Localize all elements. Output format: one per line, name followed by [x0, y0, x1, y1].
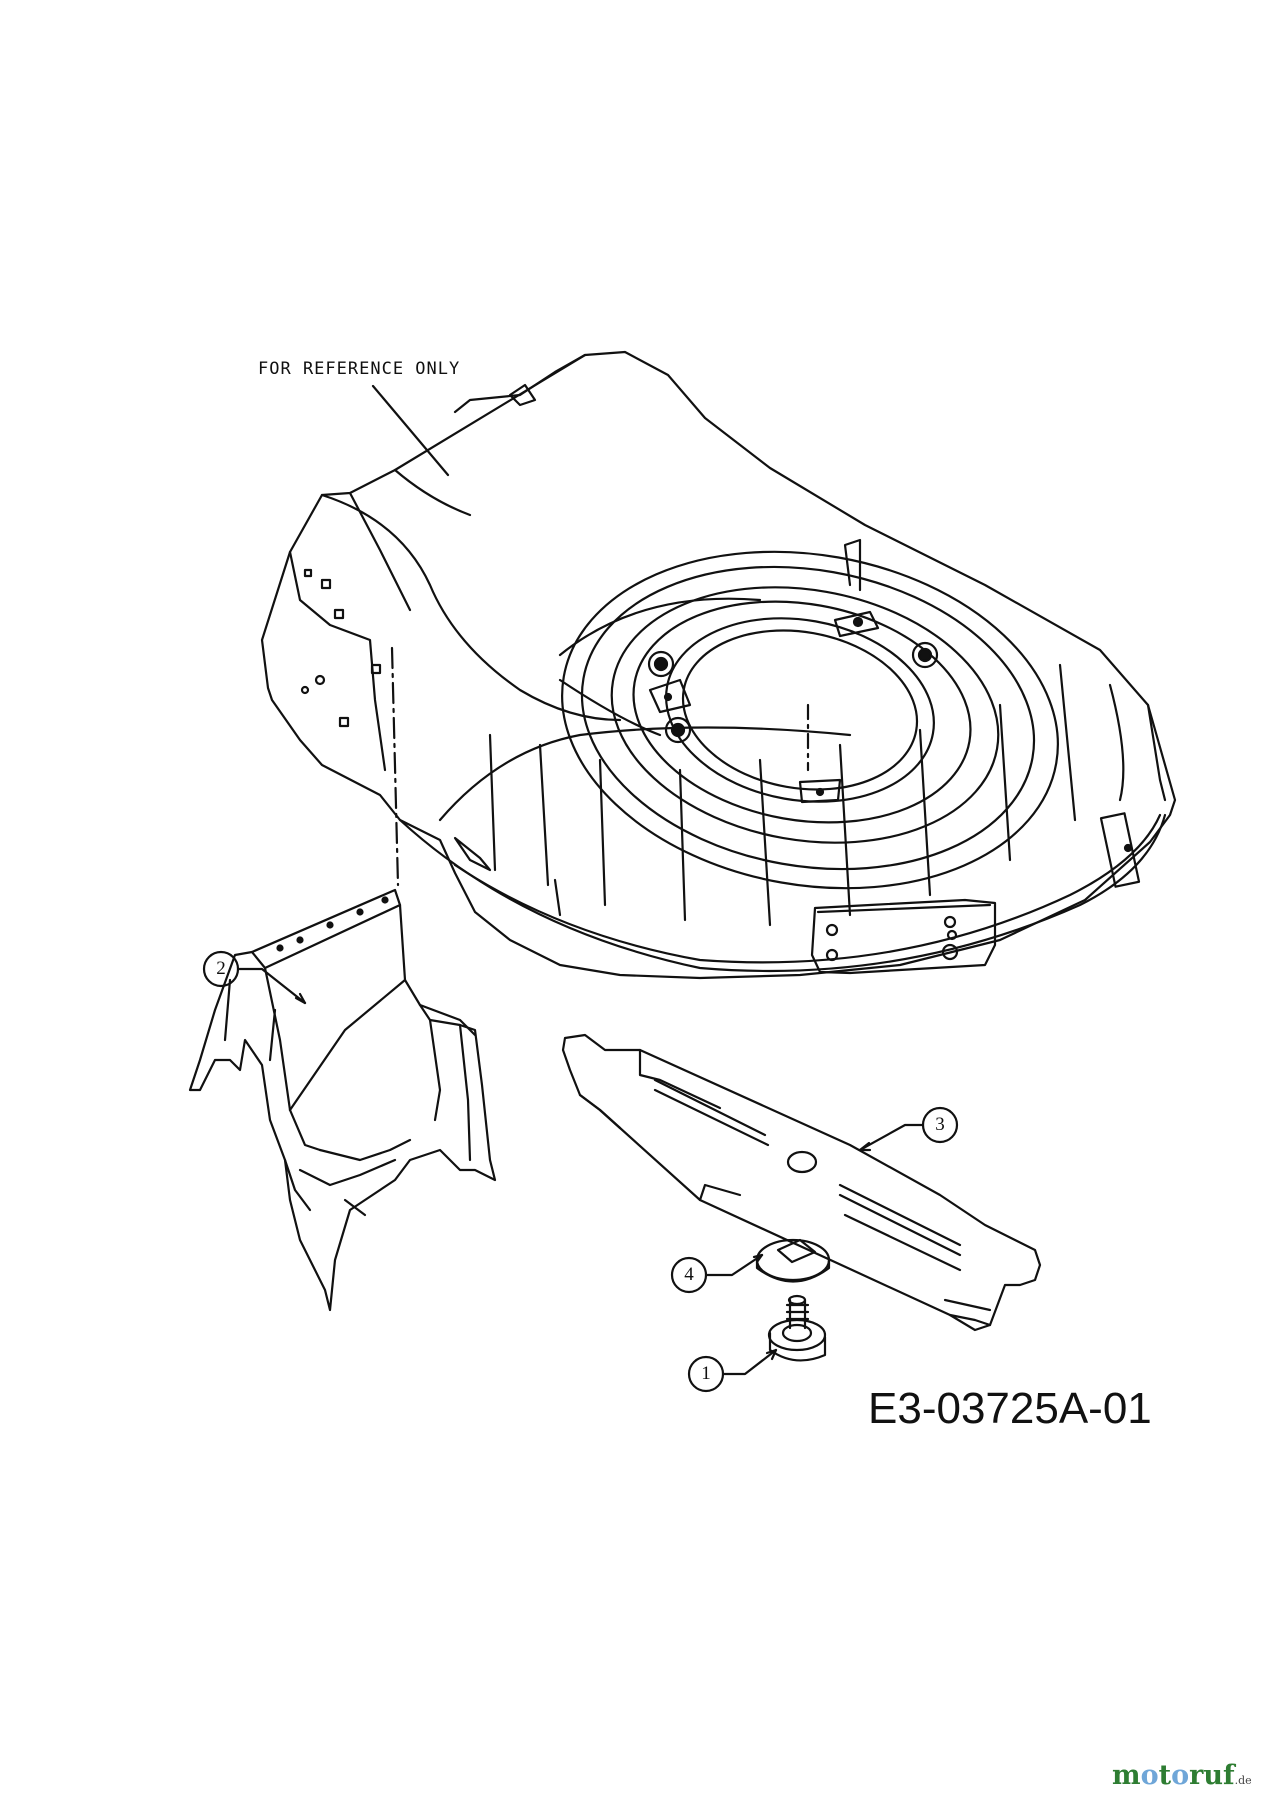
assembly-line-chute	[390, 646, 400, 887]
callout-3-number: 3	[935, 1114, 945, 1135]
mower-blade	[561, 1033, 1042, 1332]
mower-deck	[260, 350, 1177, 980]
callout-4-graphic	[670, 1253, 764, 1294]
drawing-number: E3-03725A-01	[868, 1384, 1152, 1433]
discharge-chute	[188, 888, 497, 1312]
callout-1-graphic	[687, 1348, 778, 1393]
blade-bolt	[767, 1294, 827, 1362]
reference-note: FOR REFERENCE ONLY	[258, 359, 461, 379]
callout-4-number: 4	[684, 1264, 694, 1285]
reference-leader	[371, 384, 450, 477]
callout-3-graphic	[858, 1106, 959, 1152]
motoruf-watermark: motoruf.de	[1112, 1760, 1252, 1791]
callout-1-number: 1	[701, 1363, 711, 1384]
callout-2-number: 2	[216, 958, 226, 979]
blade-adapter	[755, 1238, 831, 1283]
callout-2-graphic	[202, 950, 307, 1005]
